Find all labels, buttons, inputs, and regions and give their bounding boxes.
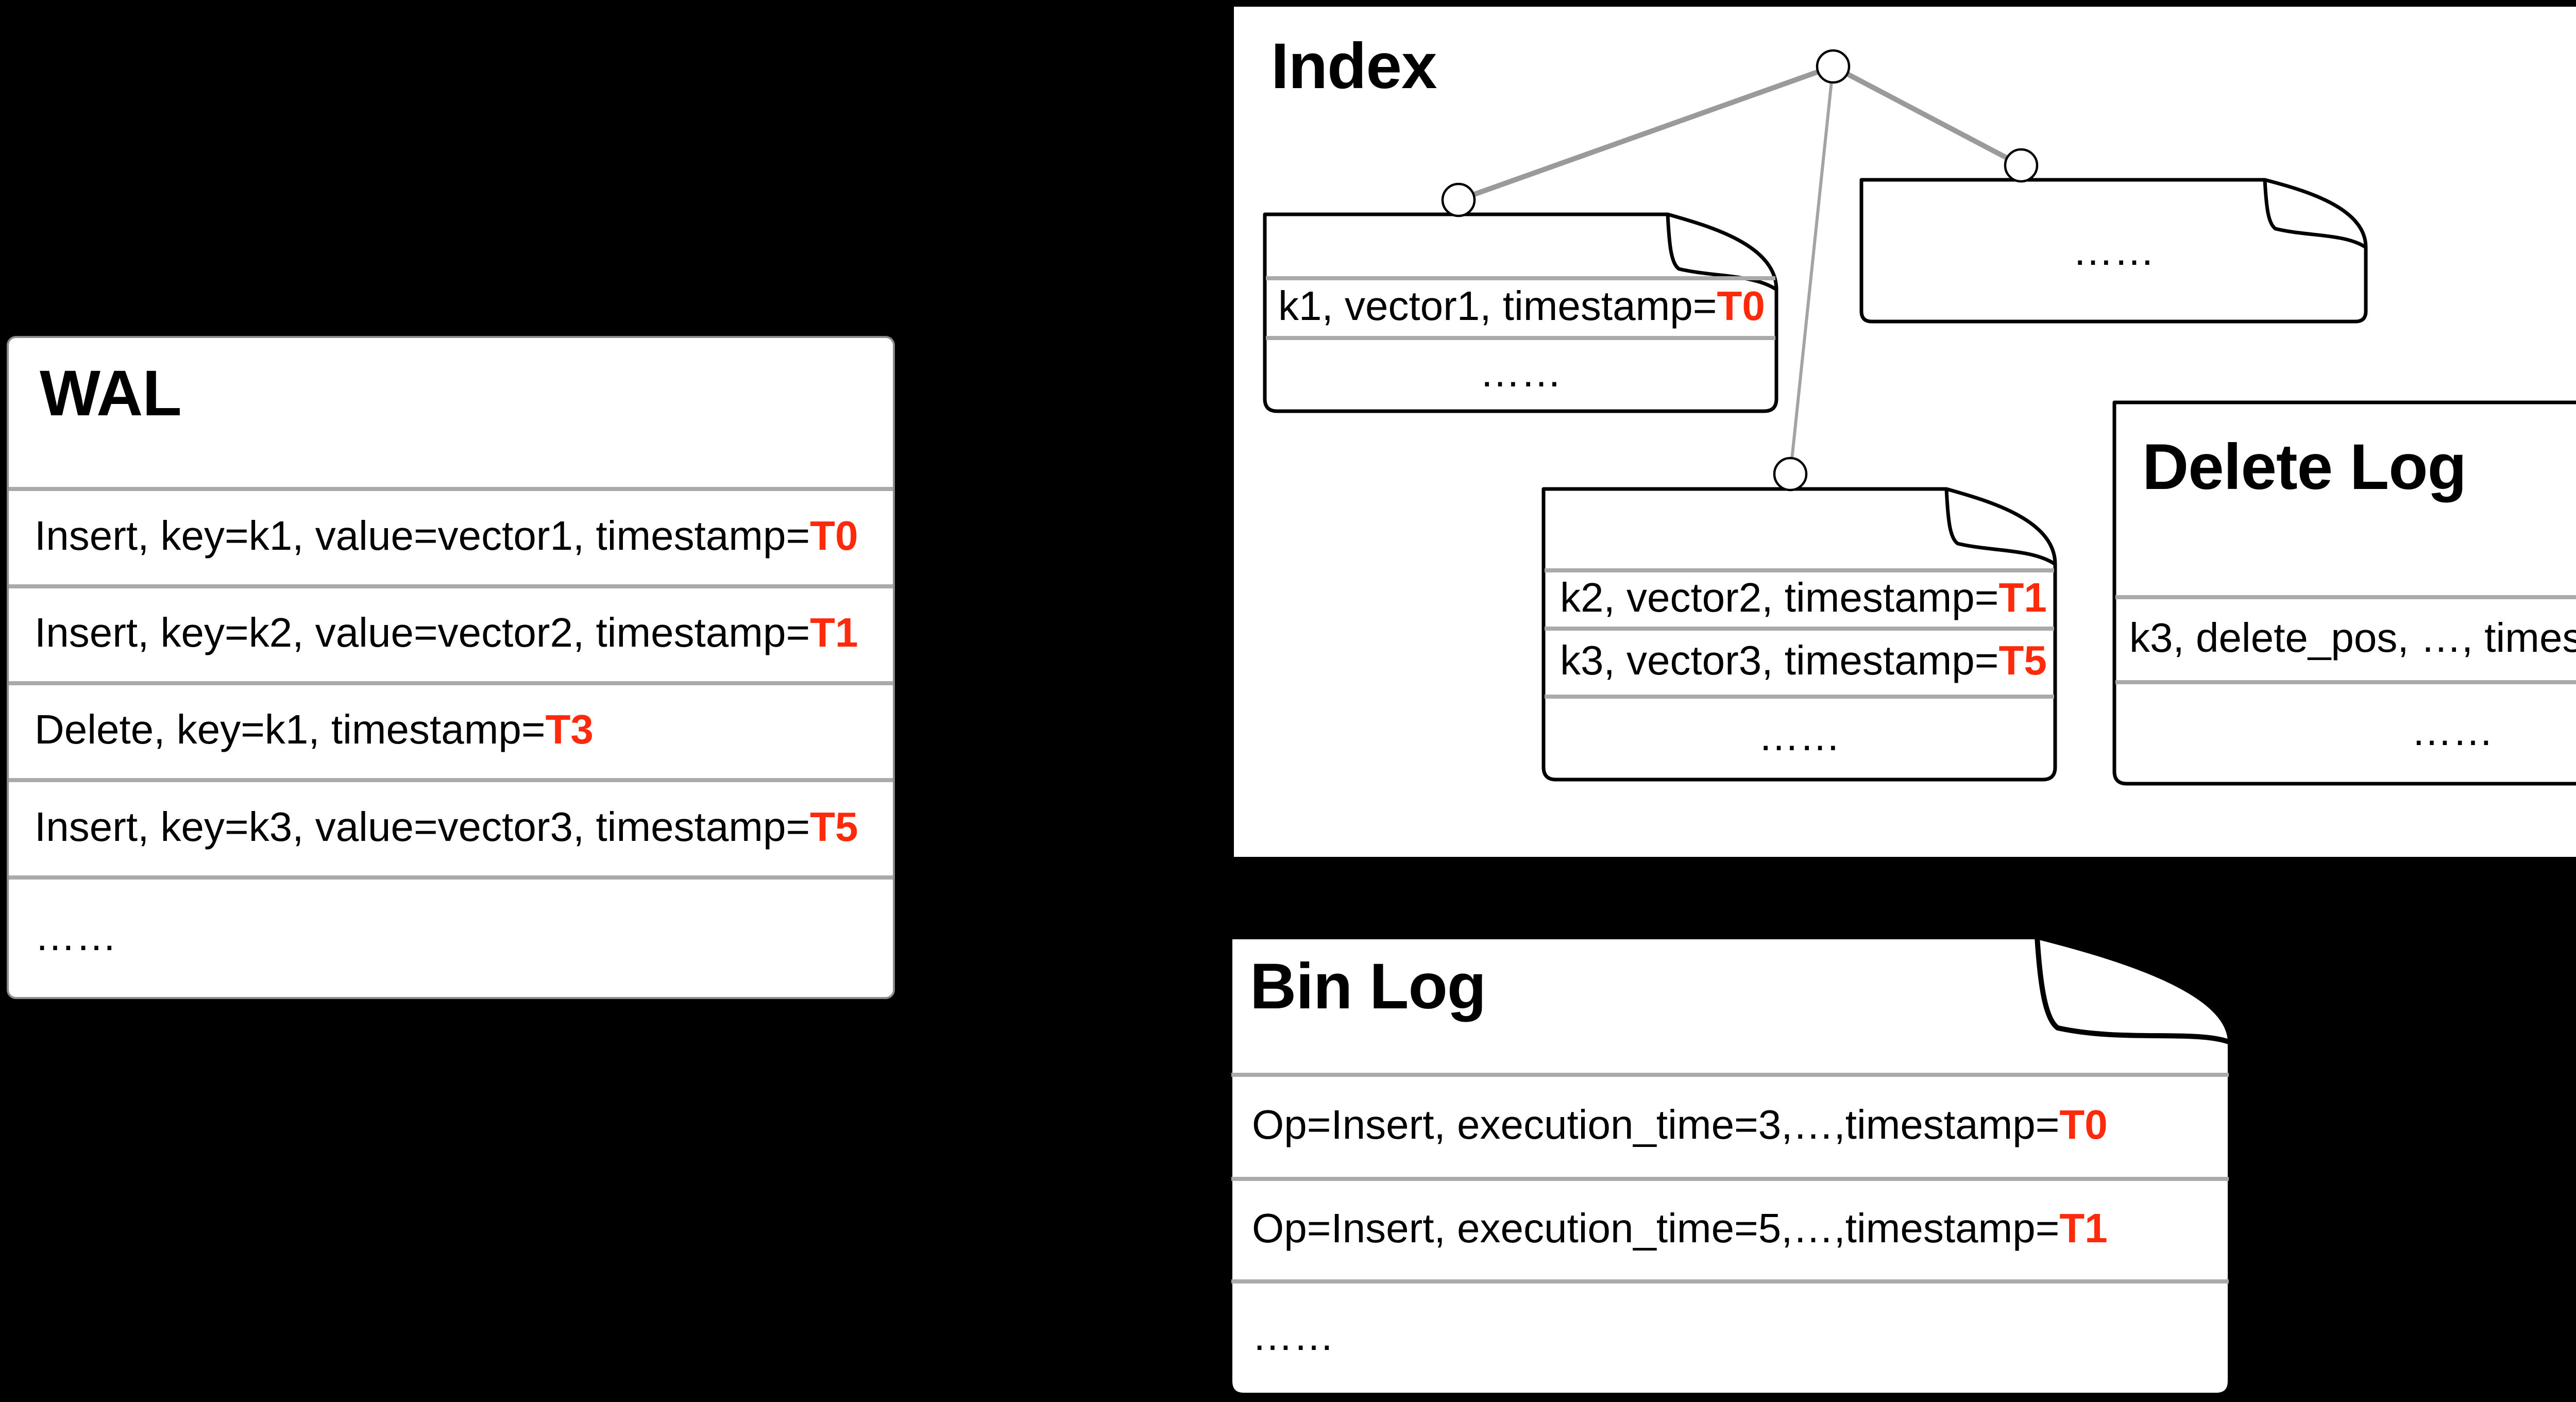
delete-log-panel: Delete Log k3, delete_pos, …, timestamp=… (2112, 400, 2576, 786)
segment-entry-text: k2, vector2, timestamp= (1560, 574, 1999, 620)
bin-log-row: Op=Insert, execution_time=3,…,timestamp=… (1227, 1073, 2233, 1177)
wal-panel: WAL Insert, key=k1, value=vector1, times… (7, 336, 895, 999)
delete-log-row: k3, delete_pos, …, timestamp=T3 (2112, 595, 2576, 680)
tree-node-right-icon (2004, 148, 2039, 183)
bin-log-row: …… (1227, 1279, 2233, 1393)
segment-divider (1545, 627, 2054, 631)
timestamp-value: T1 (2059, 1205, 2108, 1251)
folded-corner-icon (2035, 936, 2231, 1045)
wal-divider (9, 875, 893, 880)
bin-log-row-text: Op=Insert, execution_time=3,…,timestamp= (1252, 1102, 2060, 1147)
bin-log-row-text: Op=Insert, execution_time=5,…,timestamp= (1252, 1205, 2060, 1251)
bin-log-title: Bin Log (1250, 951, 1486, 1022)
segment-entry-text: k3, vector3, timestamp= (1560, 637, 1999, 683)
segment-entry-row: …… (1541, 695, 2057, 778)
timestamp-value: T3 (545, 706, 594, 752)
timestamp-value: T1 (1998, 574, 2047, 620)
delete-log-divider (2115, 680, 2576, 684)
wal-divider (9, 778, 893, 782)
bin-log-row: Op=Insert, execution_time=5,…,timestamp=… (1227, 1177, 2233, 1279)
delete-log-title: Delete Log (2142, 431, 2467, 503)
wal-row-text: Insert, key=k1, value=vector1, timestamp… (35, 512, 810, 559)
wal-row-text: Delete, key=k1, timestamp= (35, 706, 546, 752)
segment-entry-row: …… (1263, 336, 1778, 409)
segment-divider (1545, 568, 2054, 572)
timestamp-value: T0 (1717, 283, 1765, 329)
wal-log-row: Insert, key=k1, value=vector1, timestamp… (9, 487, 893, 584)
segment-divider (1545, 695, 2054, 699)
wal-divider (9, 584, 893, 588)
segment-entry-text: k1, vector1, timestamp= (1278, 283, 1717, 329)
wal-row-text: …… (35, 913, 117, 959)
tree-node-middle-icon (1773, 457, 1808, 492)
delete-log-row: …… (2112, 680, 2576, 782)
wal-log-row: Insert, key=k2, value=vector2, timestamp… (9, 584, 893, 681)
tree-edge-middle (1789, 66, 1835, 475)
wal-log-row: Insert, key=k3, value=vector3, timestamp… (9, 778, 893, 875)
segment-entry-row: k3, vector3, timestamp=T5 (1541, 627, 2057, 695)
segment-entry-row: k2, vector2, timestamp=T1 (1541, 568, 2057, 627)
timestamp-value: T5 (1998, 637, 2047, 683)
wal-row-text: Insert, key=k2, value=vector2, timestamp… (35, 610, 810, 655)
bin-log-divider (1231, 1279, 2229, 1283)
segment-divider (1266, 276, 1775, 280)
delete-log-divider (2115, 595, 2576, 599)
wal-log-row: …… (9, 875, 893, 997)
segment-doc-k1: k1, vector1, timestamp=T0 …… (1263, 212, 1778, 413)
index-panel: Index k1, vector1, timestamp=T0 …… (1234, 7, 2576, 857)
segment-doc-more: …… (1859, 178, 2368, 324)
segment-entry-text: …… (1758, 713, 1841, 759)
segment-entry-row: …… (1859, 178, 2368, 324)
tree-edge-right (1832, 64, 2023, 168)
wal-divider (9, 681, 893, 685)
timestamp-value: T5 (810, 803, 858, 850)
bin-log-divider (1231, 1177, 2229, 1181)
wal-title: WAL (40, 358, 182, 429)
segment-entry-row: k1, vector1, timestamp=T0 (1263, 276, 1778, 336)
delete-log-row-text: k3, delete_pos, …, timestamp= (2129, 614, 2576, 661)
index-title: Index (1271, 30, 1437, 102)
segment-entry-text: …… (1479, 349, 1562, 395)
segment-divider (1266, 336, 1775, 340)
delete-log-row-text: …… (2411, 707, 2494, 754)
tree-edge-left (1458, 64, 1834, 202)
bin-log-divider (1231, 1073, 2229, 1077)
bin-log-panel: Bin Log Op=Insert, execution_time=3,…,ti… (1227, 934, 2233, 1398)
timestamp-value: T0 (810, 512, 858, 559)
wal-log-row: Delete, key=k1, timestamp=T3 (9, 681, 893, 778)
segment-doc-k2: k2, vector2, timestamp=T1 k3, vector3, t… (1541, 487, 2057, 782)
folded-corner-icon (1944, 488, 2056, 566)
tree-node-root-icon (1816, 49, 1851, 84)
wal-row-text: Insert, key=k3, value=vector3, timestamp… (35, 803, 810, 850)
segment-entry-text: …… (2072, 227, 2155, 274)
wal-divider (9, 487, 893, 491)
bin-log-row-text: …… (1252, 1313, 1334, 1359)
timestamp-value: T0 (2059, 1102, 2108, 1147)
tree-node-left-icon (1441, 182, 1476, 217)
timestamp-value: T1 (810, 610, 858, 655)
